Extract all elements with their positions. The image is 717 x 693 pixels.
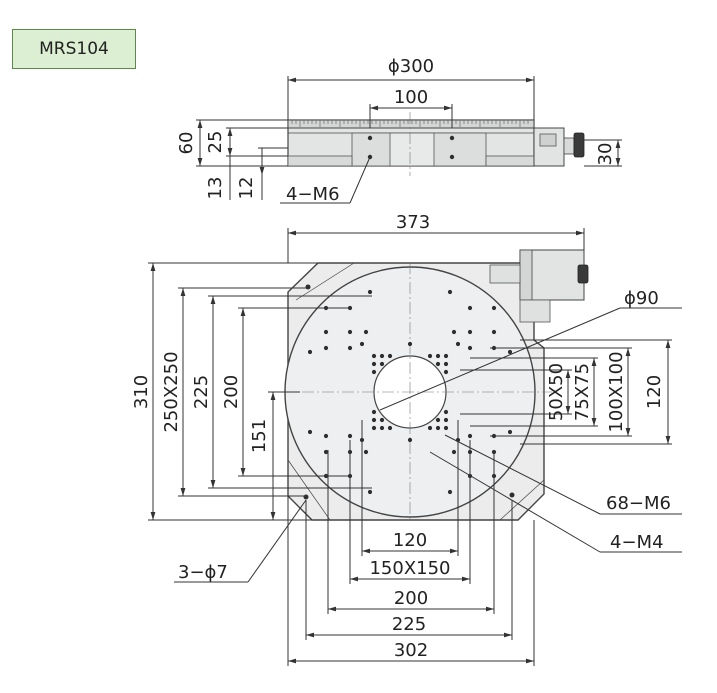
table-hole: [379, 417, 385, 423]
table-hole: [347, 329, 353, 335]
table-hole: [491, 329, 497, 335]
table-hole: [447, 289, 453, 295]
dim-25: 25: [205, 131, 226, 154]
table-hole: [323, 433, 329, 439]
dim-310: 310: [131, 375, 152, 409]
table-hole: [379, 361, 385, 367]
table-hole: [379, 425, 385, 431]
dim-200: 200: [221, 375, 242, 409]
table-hole: [427, 425, 433, 431]
table-hole: [435, 353, 441, 359]
model-label: MRS104: [12, 29, 136, 69]
table-hole: [371, 425, 377, 431]
table-hole: [467, 329, 473, 335]
dim-12: 12: [236, 177, 257, 200]
table-hole: [323, 449, 329, 455]
table-hole: [443, 409, 449, 415]
table-hole: [507, 429, 513, 435]
dim-100: 100: [394, 87, 428, 108]
table-hole: [371, 417, 377, 423]
table-hole: [455, 341, 461, 347]
dim-13: 13: [205, 177, 226, 200]
dim-120-right: 120: [644, 375, 665, 409]
dim-30: 30: [595, 143, 616, 166]
dim-200-bottom: 200: [394, 588, 428, 609]
table-hole: [347, 345, 353, 351]
table-hole: [447, 489, 453, 495]
dim-60: 60: [176, 132, 197, 155]
table-hole: [491, 305, 497, 311]
table-hole: [451, 449, 457, 455]
dim-225: 225: [191, 375, 212, 409]
side-knob: [573, 132, 585, 158]
dim-250x250: 250X250: [161, 351, 182, 432]
table-hole: [387, 353, 393, 359]
table-hole: [443, 361, 449, 367]
dim-50x50: 50X50: [546, 363, 567, 421]
table-hole: [507, 349, 513, 355]
top-view: 373 310 250X250 225 200 151 50X50 75X75: [131, 212, 682, 666]
table-hole: [435, 417, 441, 423]
table-hole: [407, 437, 413, 443]
table-hole: [435, 425, 441, 431]
dim-120-bottom: 120: [393, 530, 427, 551]
table-hole: [407, 341, 413, 347]
table-hole: [427, 353, 433, 359]
table-hole: [379, 353, 385, 359]
dim-100x100: 100X100: [606, 351, 627, 432]
table-hole: [443, 369, 449, 375]
dim-75x75: 75X75: [572, 363, 593, 421]
table-hole: [371, 353, 377, 359]
table-hole: [359, 341, 365, 347]
table-hole: [443, 417, 449, 423]
table-hole: [367, 489, 373, 495]
table-hole: [363, 449, 369, 455]
label-phi-90: ϕ90: [624, 288, 659, 309]
dim-diameter-300: ϕ300: [388, 56, 434, 77]
label-4-m6: 4−M6: [286, 184, 340, 205]
table-hole: [367, 289, 373, 295]
dim-150x150: 150X150: [369, 558, 450, 579]
label-4-m4: 4−M4: [610, 532, 664, 553]
table-hole: [323, 329, 329, 335]
table-hole: [371, 369, 377, 375]
dim-151: 151: [249, 419, 270, 453]
table-hole: [307, 429, 313, 435]
table-hole: [363, 329, 369, 335]
table-hole: [443, 425, 449, 431]
table-hole: [307, 349, 313, 355]
table-hole: [435, 361, 441, 367]
side-top-plate: [287, 119, 535, 129]
dim-373: 373: [396, 212, 430, 233]
table-hole: [371, 361, 377, 367]
table-hole: [323, 345, 329, 351]
table-hole: [467, 305, 473, 311]
table-hole: [347, 433, 353, 439]
table-hole: [443, 353, 449, 359]
dim-302: 302: [394, 640, 428, 661]
label-68-m6: 68−M6: [606, 493, 671, 514]
motor-knob: [577, 264, 589, 284]
table-hole: [467, 433, 473, 439]
table-hole: [387, 425, 393, 431]
side-view: ϕ300 100 60 25 13 12 30 4−M6: [176, 56, 622, 205]
table-hole: [451, 329, 457, 335]
table-hole: [371, 409, 377, 415]
label-3-phi-7: 3−ϕ7: [178, 562, 228, 583]
dim-225-bottom: 225: [392, 614, 426, 635]
table-hole: [467, 345, 473, 351]
side-scale-ticks: [291, 120, 529, 127]
